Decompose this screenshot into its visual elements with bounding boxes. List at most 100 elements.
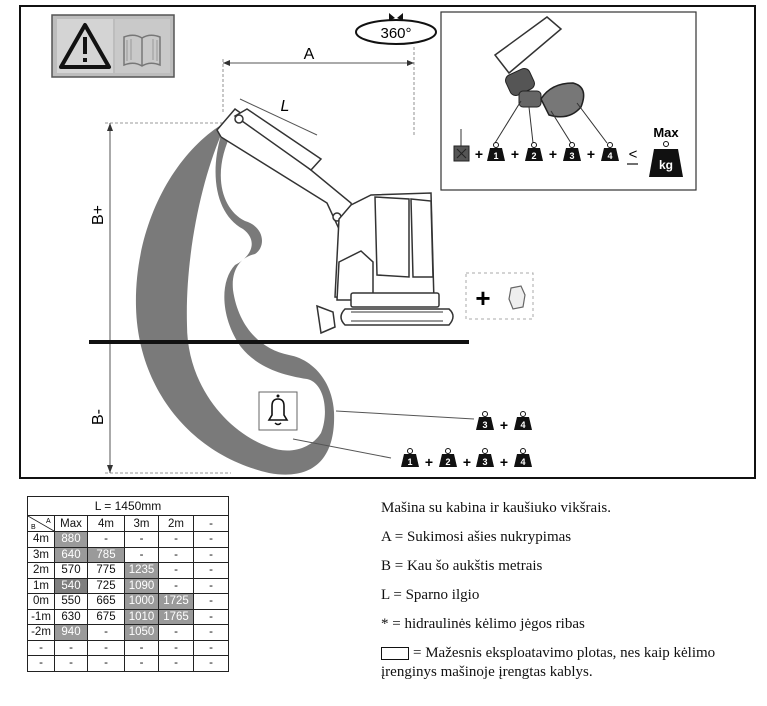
weight-row-mid: 3 + 4: [475, 411, 533, 433]
attachment-option: +: [465, 272, 534, 320]
table-cell: -: [87, 624, 125, 641]
table-cell: -: [193, 624, 229, 641]
svg-text:+: +: [587, 146, 595, 162]
table-cell: -: [87, 531, 125, 548]
table-cell: 1725: [158, 593, 194, 610]
table-cell: -: [158, 655, 194, 672]
dimension-a-label: A: [304, 46, 315, 63]
table-cell: 665: [87, 593, 125, 610]
svg-text:2: 2: [531, 151, 536, 161]
table-cell: 570: [54, 562, 88, 579]
legend-a: A = Sukimosi ašies nukrypimas: [381, 529, 572, 545]
table-cell: -: [193, 639, 229, 656]
svg-text:+: +: [500, 454, 508, 470]
col-header: 4m: [87, 515, 125, 532]
table-cell: -: [87, 639, 125, 656]
bell-icon: [258, 391, 298, 431]
col-header: 3m: [124, 515, 159, 532]
attachment-plus: +: [475, 283, 490, 313]
table-cell: 540: [54, 577, 88, 594]
svg-text:+: +: [463, 454, 471, 470]
table-cell: -: [124, 639, 159, 656]
col-header: -: [193, 515, 229, 532]
legend-asterisk: * = hidraulinės kėlimo jėgos ribas: [381, 616, 585, 632]
table-cell: -: [193, 655, 229, 672]
inset-attachment-panel: + 1 + 2 + 3 + 4 < Max kg: [440, 11, 697, 191]
table-cell: -: [158, 531, 194, 548]
svg-text:+: +: [475, 146, 483, 162]
hook-icon: [508, 285, 526, 310]
kg-label: kg: [659, 158, 673, 172]
svg-text:3: 3: [569, 151, 574, 161]
table-cell: -: [158, 546, 194, 563]
table-cell: 1765: [158, 608, 194, 625]
svg-text:1: 1: [493, 151, 498, 161]
legend-b: B = Kau šo aukštis metrais: [381, 558, 543, 574]
table-cell: 880: [54, 531, 88, 548]
table-cell: -: [158, 562, 194, 579]
table-cell: -: [193, 531, 229, 548]
table-cell: -: [124, 655, 159, 672]
table-cell: -: [193, 562, 229, 579]
legend-box: = Mažesnis eksploatavimo plotas, nes kai…: [381, 645, 716, 680]
svg-text:3: 3: [482, 420, 487, 430]
table-row: ------: [27, 639, 229, 656]
table-cell: 775: [87, 562, 125, 579]
row-height-label: 1m: [27, 577, 55, 594]
length-header: L = 1450mm: [27, 496, 229, 516]
table-cell: 1000: [124, 593, 159, 610]
table-cell: -: [158, 639, 194, 656]
svg-text:A: A: [46, 518, 51, 525]
svg-text:4: 4: [607, 151, 612, 161]
row-height-label: 3m: [27, 546, 55, 563]
table-cell: 675: [87, 608, 125, 625]
row-height-label: 2m: [27, 562, 55, 579]
svg-text:4: 4: [520, 457, 525, 467]
legend-machine: Mašina su kabina ir kaušiuko vikšrais.: [381, 500, 611, 516]
svg-text:3: 3: [482, 457, 487, 467]
row-height-label: -2m: [27, 624, 55, 641]
dimension-b-minus-label: B-: [90, 409, 107, 425]
svg-text:+: +: [511, 146, 519, 162]
row-height-label: -: [27, 639, 55, 656]
table-cell: -: [158, 577, 194, 594]
row-height-label: -1m: [27, 608, 55, 625]
legend-l: L = Sparno ilgio: [381, 587, 480, 603]
table-cell: 630: [54, 608, 88, 625]
svg-text:B: B: [31, 524, 36, 531]
table-cell: -: [54, 639, 88, 656]
max-label: Max: [653, 125, 679, 140]
manual-book-icon: [115, 19, 170, 73]
rotation-label: 360°: [380, 25, 411, 42]
table-cell: -: [158, 624, 194, 641]
table-row: ------: [27, 655, 229, 672]
shaded-box-icon: [381, 647, 409, 661]
table-cell: 1010: [124, 608, 159, 625]
col-header: 2m: [158, 515, 194, 532]
svg-text:1: 1: [407, 457, 412, 467]
svg-text:+: +: [425, 454, 433, 470]
table-cell: -: [193, 577, 229, 594]
less-equal-sign: <: [629, 146, 638, 163]
table-cell: -: [193, 546, 229, 563]
col-header: Max: [54, 515, 88, 532]
diagram-canvas: 360° A L B+ B-: [51, 11, 697, 475]
table-cell: 640: [54, 546, 88, 563]
table-cell: -: [193, 593, 229, 610]
table-cell: 785: [87, 546, 125, 563]
weight-row-low: 1 + 2 + 3 + 4: [400, 448, 533, 470]
working-range-area: [135, 125, 335, 475]
lifting-capacity-diagram: 360° A L B+ B-: [19, 5, 756, 479]
svg-text:+: +: [500, 417, 508, 433]
table-cell: -: [124, 531, 159, 548]
rotation-arrow-icon: 360°: [355, 13, 437, 45]
table-cell: 1235: [124, 562, 159, 579]
svg-text:4: 4: [520, 420, 525, 430]
